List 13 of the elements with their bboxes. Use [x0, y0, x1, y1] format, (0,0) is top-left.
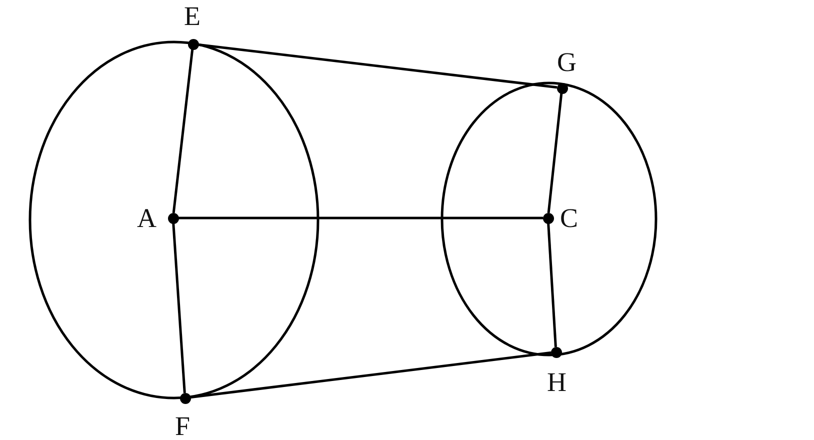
point-label: H — [547, 368, 566, 396]
point-label: A — [137, 204, 156, 232]
line-segment — [172, 222, 186, 394]
line-segment — [198, 43, 558, 89]
line-segment — [172, 48, 194, 214]
line-segment — [547, 92, 563, 214]
point-label: C — [560, 204, 578, 232]
line-segment — [547, 222, 557, 348]
line-segment — [190, 351, 552, 399]
line-segment — [178, 216, 543, 220]
point-label: E — [184, 2, 200, 30]
point-label: F — [175, 412, 190, 440]
point-label: G — [557, 48, 576, 76]
